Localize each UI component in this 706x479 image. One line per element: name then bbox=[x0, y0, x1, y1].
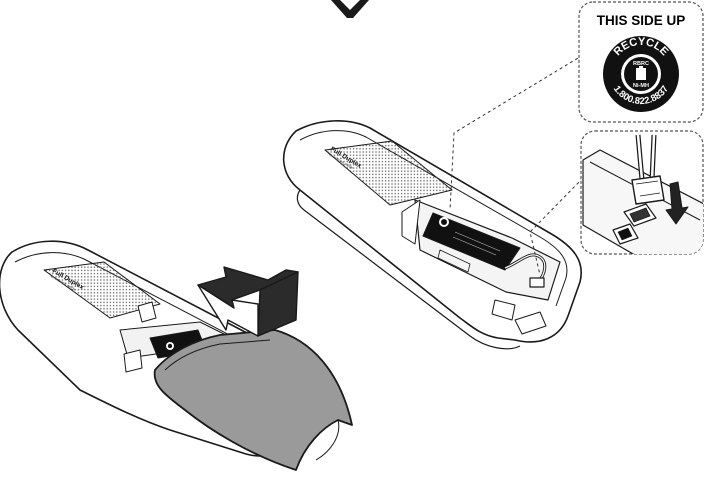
battery-cover bbox=[153, 329, 353, 471]
seal-mark-bottom: Ni-MH bbox=[633, 83, 649, 89]
handset-front-speaker-grille bbox=[43, 261, 161, 319]
handset-back-speaker-grille bbox=[324, 140, 453, 206]
handset-back-open: Full Duplex No antenna inside bbox=[282, 120, 582, 350]
battery-connector-icon bbox=[631, 175, 665, 205]
callout-lines bbox=[449, 51, 589, 276]
recycle-seal-icon: RECYCLE 1.800.822.8837 RBRC Ni-MH bbox=[603, 36, 679, 112]
seal-mark-top: RBRC bbox=[633, 61, 649, 67]
title-fragment bbox=[331, 0, 369, 18]
slide-cover-arrow-icon bbox=[197, 266, 299, 337]
inset-this-side-up: THIS SIDE UP RECYCLE 1.800.822.8837 RBRC… bbox=[578, 1, 704, 123]
this-side-up-text: THIS SIDE UP bbox=[597, 13, 686, 28]
handset-back-battery-pack bbox=[422, 212, 521, 271]
inset-connector-detail bbox=[580, 130, 704, 255]
insert-arrow-icon bbox=[665, 181, 689, 225]
